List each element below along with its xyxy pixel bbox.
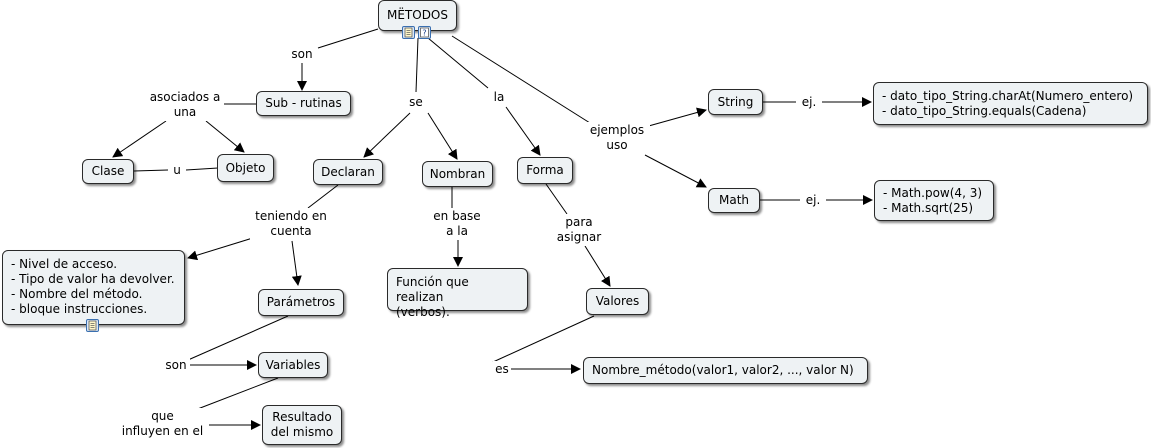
phrase-son: son [288,46,316,63]
concept-string[interactable]: String [708,89,763,115]
phrase-ej-string: ej. [796,94,822,110]
phrase-que-influyen: que influyen en el [116,408,209,440]
svg-text:?: ? [422,29,426,38]
phrase-es: es [493,361,511,377]
phrase-u: u [168,162,186,178]
help-icon[interactable]: ? [418,26,431,39]
phrase-teniendo-en-cuenta: teniendo en cuenta [250,208,332,240]
concept-parametros[interactable]: Parámetros [258,289,344,316]
phrase-se: se [404,94,428,111]
concept-nombre-metodo[interactable]: Nombre_método(valor1, valor2, ..., valor… [583,357,868,384]
phrase-la: la [488,89,510,106]
concept-valores[interactable]: Valores [586,288,649,315]
phrase-ejemplos-uso: ejemplos uso [584,122,650,154]
concept-math-examples[interactable]: - Math.pow(4, 3) - Math.sqrt(25) [874,180,994,221]
concept-sub-rutinas[interactable]: Sub - rutinas [256,91,351,116]
concept-objeto[interactable]: Objeto [217,154,274,182]
phrase-asociados-a-una: asociados a una [146,89,224,121]
phrase-en-base-a-la: en base a la [428,208,486,240]
note-icon[interactable] [402,26,415,39]
concept-declaration-list[interactable]: - Nivel de acceso. - Tipo de valor ha de… [2,250,185,325]
note-icon[interactable] [86,319,99,332]
concept-metodos[interactable]: MËTODOS [378,0,457,31]
concept-nombran[interactable]: Nombran [422,161,493,187]
phrase-para-asignar: para asignar [552,214,606,246]
phrase-son-parametros: son [162,357,190,373]
concept-resultado[interactable]: Resultado del mismo [262,405,342,445]
concept-funcion[interactable]: Función que realizan (verbos). [387,268,528,319]
concept-variables[interactable]: Variables [258,352,328,378]
concept-string-examples[interactable]: - dato_tipo_String.charAt(Numero_entero)… [873,82,1148,125]
concept-clase[interactable]: Clase [82,159,134,184]
concept-math[interactable]: Math [708,188,760,213]
concept-declaran[interactable]: Declaran [313,159,383,185]
concept-forma[interactable]: Forma [517,157,573,184]
phrase-ej-math: ej. [800,192,826,208]
